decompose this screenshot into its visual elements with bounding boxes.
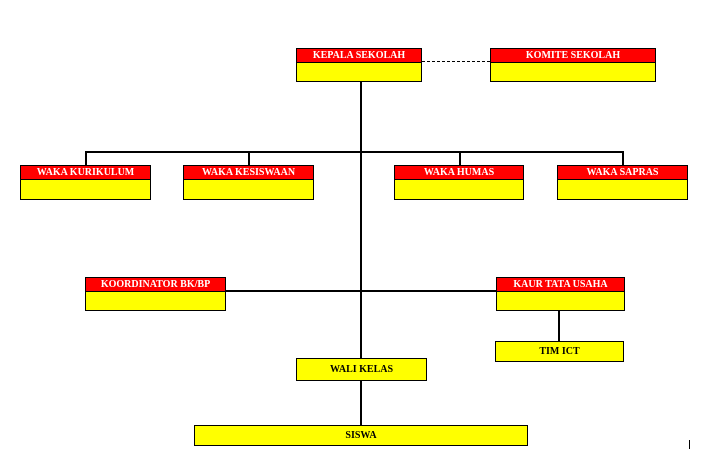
tim-ict-box: TIM ICT bbox=[495, 341, 624, 362]
waka-humas-box: WAKA HUMAS bbox=[394, 165, 524, 200]
waka-kurikulum-drop bbox=[85, 151, 87, 165]
komite-sekolah-box: KOMITE SEKOLAH bbox=[490, 48, 656, 82]
komite-dashed-line bbox=[422, 61, 490, 62]
waka-kurikulum-title: WAKA KURIKULUM bbox=[21, 166, 150, 180]
kepala-sekolah-title: KEPALA SEKOLAH bbox=[297, 49, 421, 63]
waka-kesiswaan-box: WAKA KESISWAAN bbox=[183, 165, 314, 200]
waka-kesiswaan-title: WAKA KESISWAAN bbox=[184, 166, 313, 180]
waka-sapras-title: WAKA SAPRAS bbox=[558, 166, 687, 180]
kaur-tata-usaha-title: KAUR TATA USAHA bbox=[497, 278, 624, 292]
siswa-box: SISWA bbox=[194, 425, 528, 446]
waka-sapras-box: WAKA SAPRAS bbox=[557, 165, 688, 200]
kaur-tata-usaha-box: KAUR TATA USAHA bbox=[496, 277, 625, 311]
edge-mark bbox=[689, 440, 690, 449]
support-branch-line bbox=[226, 290, 496, 292]
waka-sapras-drop bbox=[622, 151, 624, 165]
tim-ict-connector bbox=[558, 311, 560, 341]
siswa-connector bbox=[360, 381, 362, 425]
waka-kurikulum-box: WAKA KURIKULUM bbox=[20, 165, 151, 200]
komite-sekolah-title: KOMITE SEKOLAH bbox=[491, 49, 655, 63]
koordinator-bk-box: KOORDINATOR BK/BP bbox=[85, 277, 226, 311]
waka-kesiswaan-drop bbox=[248, 151, 250, 165]
waka-branch-line bbox=[85, 151, 624, 153]
koordinator-bk-title: KOORDINATOR BK/BP bbox=[86, 278, 225, 292]
kepala-sekolah-box: KEPALA SEKOLAH bbox=[296, 48, 422, 82]
waka-humas-title: WAKA HUMAS bbox=[395, 166, 523, 180]
wali-kelas-box: WALI KELAS bbox=[296, 358, 427, 381]
main-trunk-line bbox=[360, 82, 362, 358]
waka-humas-drop bbox=[459, 151, 461, 165]
